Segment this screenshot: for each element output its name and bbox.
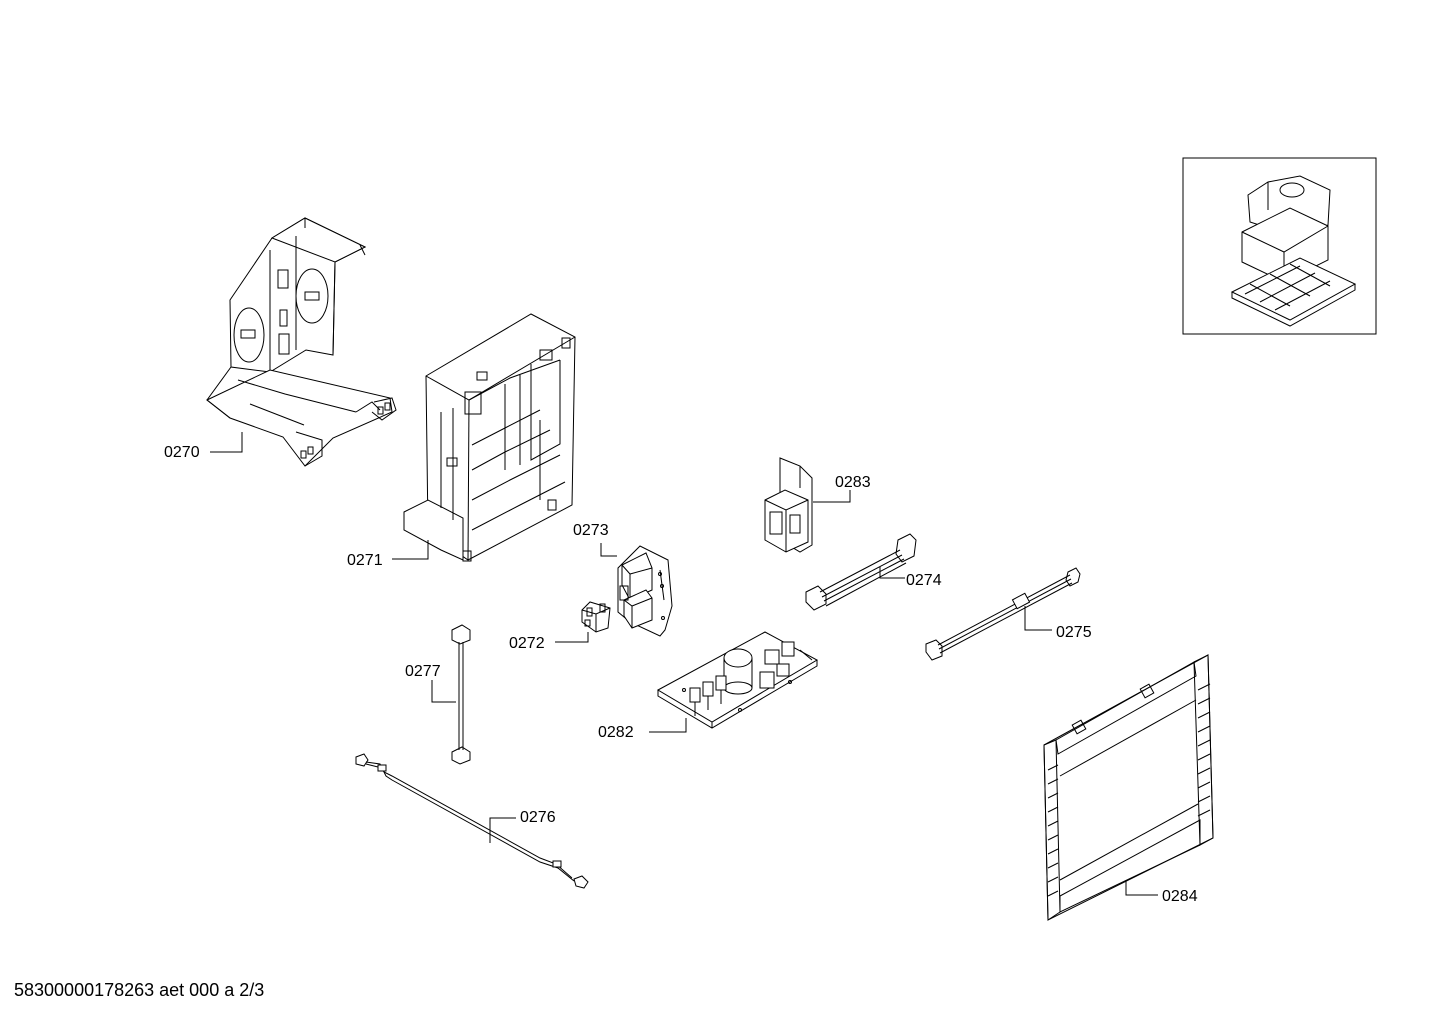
- label-0270[interactable]: 0270: [164, 444, 200, 461]
- label-0271[interactable]: 0271: [347, 552, 383, 569]
- label-0284[interactable]: 0284: [1162, 888, 1198, 905]
- leader-0283: [813, 490, 851, 503]
- label-0274[interactable]: 0274: [906, 572, 942, 589]
- part-0274-ribbon-cable[interactable]: [805, 533, 917, 611]
- part-0275-ribbon-cable[interactable]: [925, 567, 1081, 661]
- part-0276-cable[interactable]: [355, 753, 589, 889]
- part-0270-bracket[interactable]: [206, 217, 397, 467]
- leader-0270: [210, 432, 243, 453]
- document-code: 58300000178263 aet 000 a 2/3: [14, 980, 265, 1000]
- label-0275[interactable]: 0275: [1056, 624, 1092, 641]
- part-0282-pcb[interactable]: [656, 631, 819, 729]
- leader-0272: [555, 632, 589, 643]
- leader-0282: [649, 718, 687, 733]
- leader-0274: [879, 567, 905, 579]
- label-0277[interactable]: 0277: [405, 663, 441, 680]
- leader-0277: [431, 680, 456, 703]
- leader-0275: [1024, 606, 1052, 631]
- leader-0284: [1125, 880, 1158, 896]
- part-0272-clip[interactable]: [581, 601, 611, 633]
- label-0283[interactable]: 0283: [835, 474, 871, 491]
- part-0277-wire[interactable]: [451, 624, 471, 765]
- overview-thumbnail[interactable]: [1182, 157, 1377, 335]
- part-0284-grille[interactable]: [1043, 654, 1214, 921]
- part-0273-relay-board[interactable]: [617, 545, 673, 637]
- label-0273[interactable]: 0273: [573, 522, 609, 539]
- label-0282[interactable]: 0282: [598, 724, 634, 741]
- label-0276[interactable]: 0276: [520, 809, 556, 826]
- leader-0273: [600, 543, 617, 557]
- part-0283-transformer[interactable]: [764, 457, 813, 553]
- leader-0271: [392, 540, 429, 560]
- label-0272[interactable]: 0272: [509, 635, 545, 652]
- leader-0276: [489, 817, 516, 843]
- part-0271-housing[interactable]: [403, 313, 576, 562]
